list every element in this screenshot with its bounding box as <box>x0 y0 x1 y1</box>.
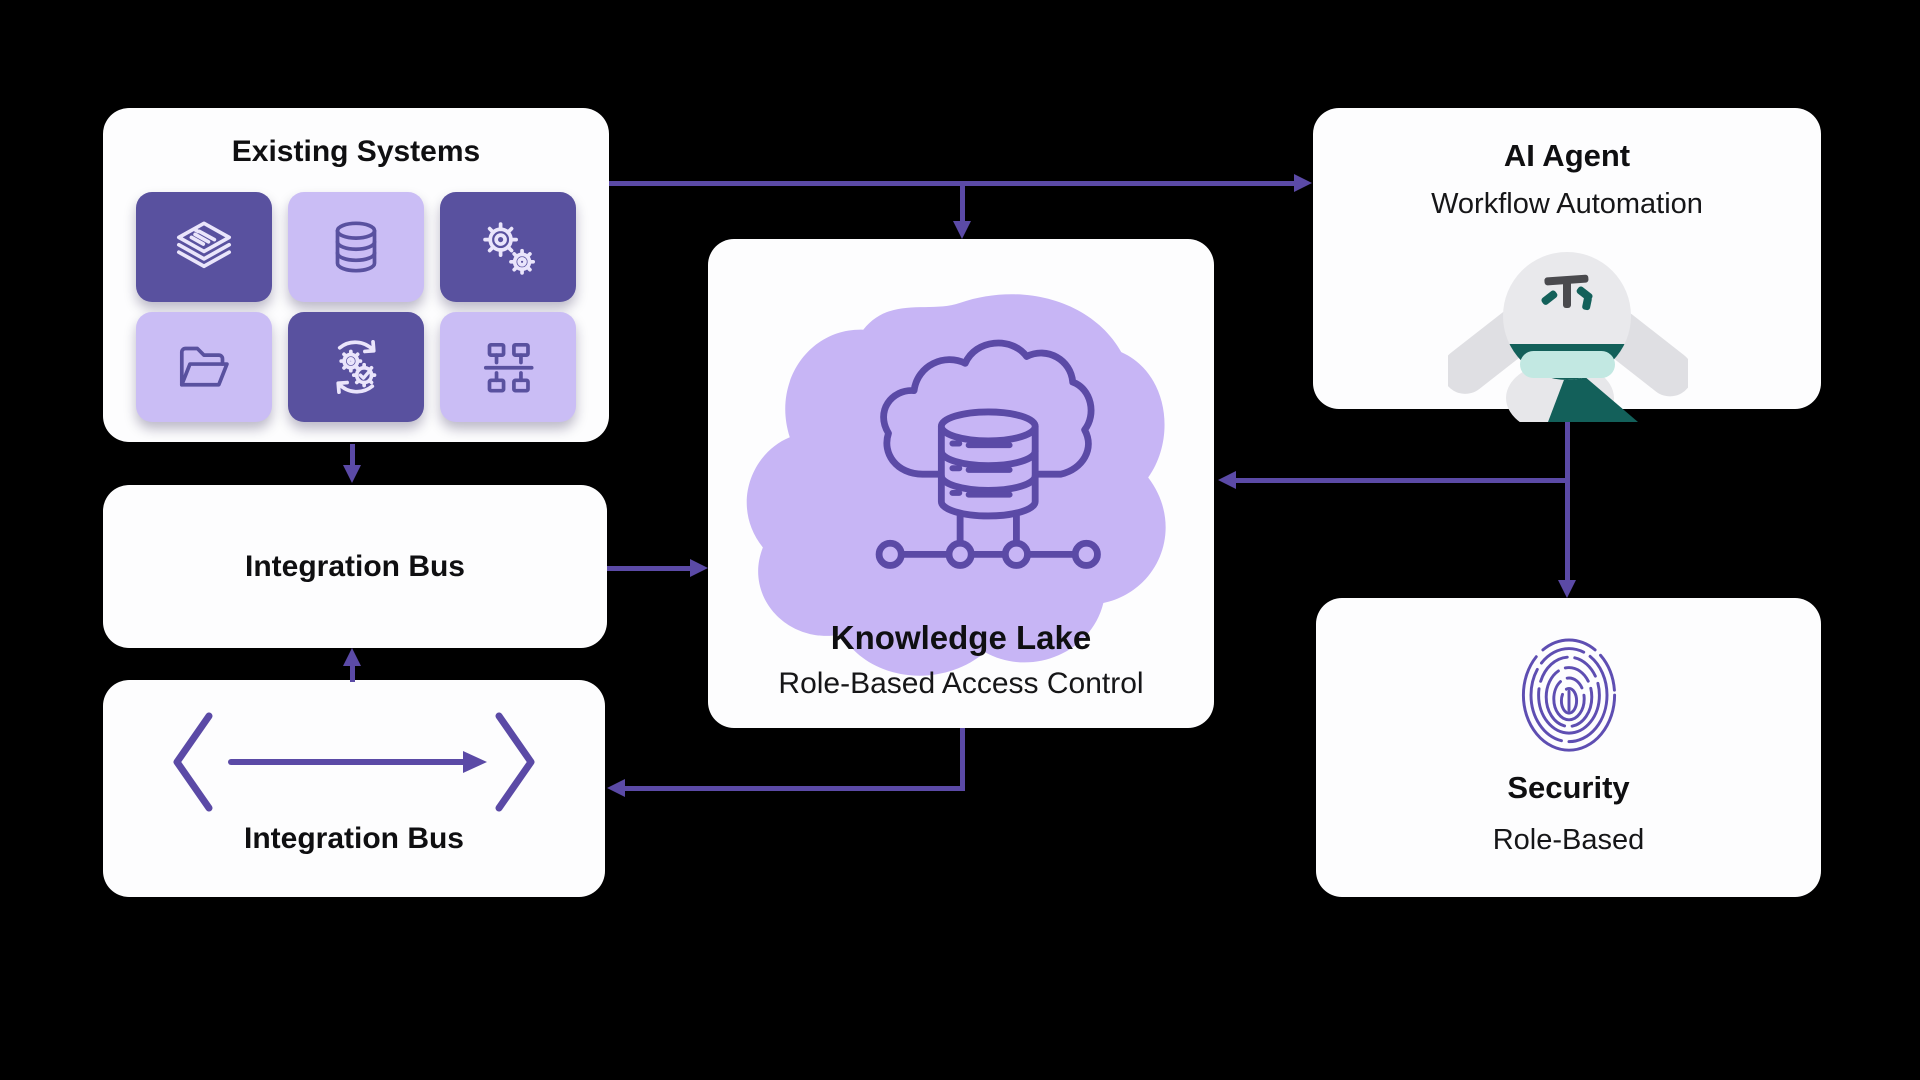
database-icon <box>319 210 393 284</box>
robot-mascot <box>1448 252 1688 422</box>
tile-gears <box>440 192 576 302</box>
bidirectional-arrow-icon <box>173 712 535 812</box>
documents-stack-icon <box>167 210 241 284</box>
gears-icon <box>471 210 545 284</box>
security-subtitle: Role-Based <box>1492 824 1645 856</box>
arrow-existing-to-knowledge-lake <box>960 183 965 223</box>
existing-systems-title: Existing Systems <box>231 135 481 168</box>
tile-folder <box>136 312 272 422</box>
process-sync-icon <box>319 330 393 404</box>
existing-systems-node: Existing Systems <box>103 108 609 442</box>
arrowhead-into-mid-bus-bottom <box>343 648 361 666</box>
tile-process-sync <box>288 312 424 422</box>
security-node: Security Role-Based <box>1316 598 1821 897</box>
integration-bus-mid-node: Integration Bus <box>103 485 607 648</box>
arrowhead-into-ai-agent <box>1294 174 1312 192</box>
arrow-bottom-bus-to-mid-bus <box>350 662 355 682</box>
network-icon <box>471 330 545 404</box>
arrowhead-into-knowledge-lake-right <box>1218 471 1236 489</box>
arrow-knowledge-lake-down <box>960 728 965 788</box>
arrow-knowledge-lake-to-bottom-bus <box>622 786 965 791</box>
arrow-ai-agent-to-security <box>1565 409 1570 582</box>
arrow-existing-to-ai-agent <box>609 181 1295 186</box>
arrowhead-into-knowledge-lake-top <box>953 221 971 239</box>
arrowhead-into-integration-bus-top <box>343 465 361 483</box>
arrow-integration-bus-to-knowledge-lake <box>607 566 692 571</box>
integration-bus-bottom-title: Integration Bus <box>243 822 464 855</box>
knowledge-lake-title: Knowledge Lake <box>830 619 1092 656</box>
knowledge-lake-subtitle: Role-Based Access Control <box>778 667 1144 700</box>
tile-documents-stack <box>136 192 272 302</box>
security-title: Security <box>1507 770 1630 805</box>
arrow-ai-agent-to-knowledge-lake <box>1233 478 1570 483</box>
arrowhead-into-bottom-bus-right <box>607 779 625 797</box>
systems-tile-grid <box>136 192 576 422</box>
arrow-existing-to-integration-bus <box>350 444 355 467</box>
knowledge-lake-node: Knowledge Lake Role-Based Access Control <box>708 239 1214 728</box>
ai-agent-subtitle: Workflow Automation <box>1431 188 1703 220</box>
integration-bus-bottom-node: Integration Bus <box>103 680 605 897</box>
arrowhead-into-security-top <box>1558 580 1576 598</box>
tile-database <box>288 192 424 302</box>
tile-network <box>440 312 576 422</box>
integration-bus-mid-title: Integration Bus <box>244 549 465 583</box>
arrowhead-into-knowledge-lake-left <box>690 559 708 577</box>
fingerprint-icon <box>1521 638 1616 752</box>
cloud-database-icon <box>875 339 1101 569</box>
ai-agent-title: AI Agent <box>1503 138 1631 173</box>
folder-icon <box>167 330 241 404</box>
